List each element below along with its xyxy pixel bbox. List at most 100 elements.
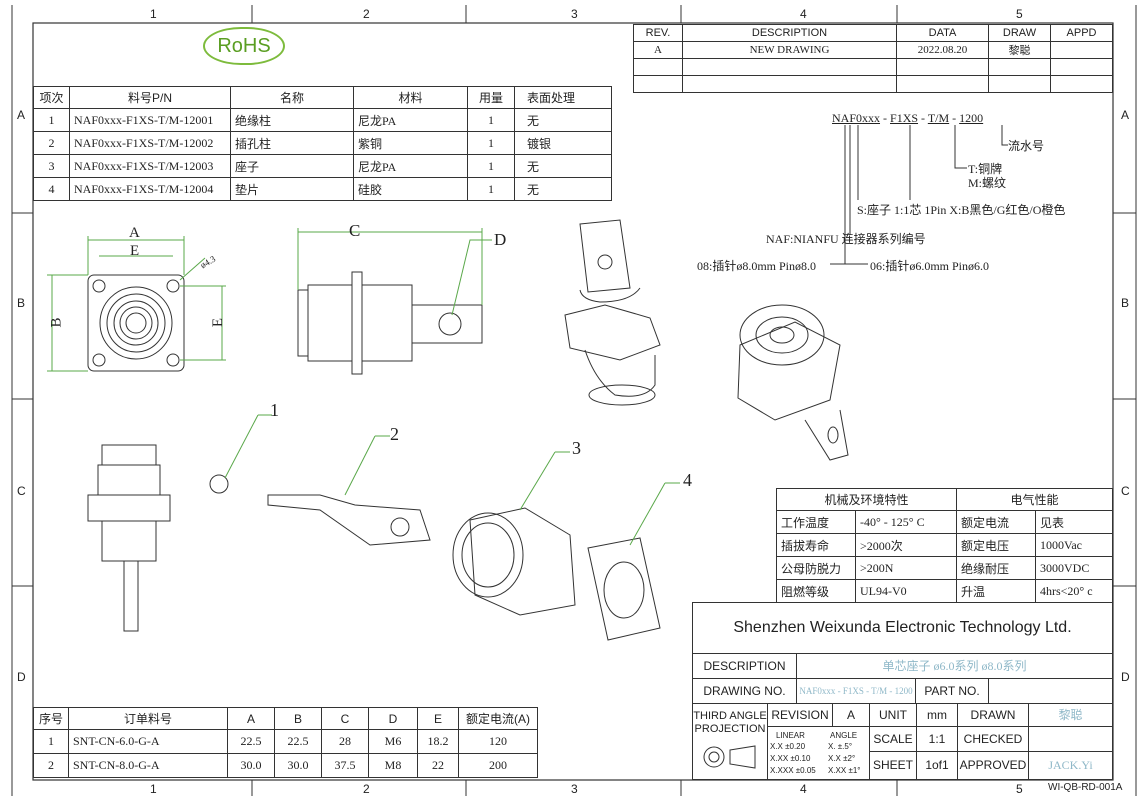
bom-cell: 无 xyxy=(514,108,612,132)
t-note: T:铜牌 xyxy=(968,162,1003,176)
part-code-terminal: T/M xyxy=(927,111,950,125)
part-code-type: F1XS xyxy=(890,111,919,125)
projection-label: PROJECTION xyxy=(694,723,766,735)
spec-cell: 插拔寿命 xyxy=(776,533,856,557)
order-cell: 28 xyxy=(321,729,369,754)
unit-value: mm xyxy=(917,704,958,727)
dim-c-label: C xyxy=(349,221,361,240)
rev-header-desc: DESCRIPTION xyxy=(682,24,897,42)
zone-top-5: 5 xyxy=(1016,7,1023,21)
side-view xyxy=(297,228,492,375)
projection-cell: THIRD ANGLE PROJECTION xyxy=(693,704,768,779)
bom-cell: 1 xyxy=(467,131,515,155)
bom-cell: NAF0xxx-F1XS-T/M-12003 xyxy=(69,154,231,178)
pin8-note: 08:插针ø8.0mm Pinø8.0 xyxy=(697,259,817,273)
order-cell: 30.0 xyxy=(227,753,275,778)
callout-2: 2 xyxy=(390,424,399,444)
spec-cell: 3000VDC xyxy=(1035,556,1113,580)
rohs-logo: RoHS xyxy=(203,27,285,65)
ang-2: X.X ±2° xyxy=(828,754,856,763)
projection-symbol-icon xyxy=(703,745,756,769)
order-cell: 2 xyxy=(33,753,69,778)
zone-left-c: C xyxy=(17,484,26,498)
part-code-sep: - xyxy=(918,111,928,125)
order-header: 额定电流(A) xyxy=(458,707,538,730)
desc-value: 单芯座子 ø6.0系列 ø8.0系列 xyxy=(797,654,1112,679)
bom-cell: NAF0xxx-F1XS-T/M-12002 xyxy=(69,131,231,155)
spec-header-mech: 机械及环境特性 xyxy=(776,488,957,511)
order-header: B xyxy=(274,707,322,730)
zone-right-c: C xyxy=(1121,484,1130,498)
spec-table: 机械及环境特性 电气性能 工作温度 -40° - 125° C 额定电流 见表 … xyxy=(776,488,1113,603)
revision-table: REV. DESCRIPTION DATA DRAW APPD A NEW DR… xyxy=(633,24,1113,93)
spec-row: 插拔寿命 >2000次 额定电压 1000Vac xyxy=(776,533,1113,557)
bom-cell: 垫片 xyxy=(230,177,354,201)
zone-bottom-1: 1 xyxy=(150,782,157,796)
order-cell: 200 xyxy=(458,753,538,778)
order-cell: 22 xyxy=(417,753,459,778)
pin6-note: 06:插针ø6.0mm Pinø6.0 xyxy=(870,259,990,273)
bom-cell: 绝缘柱 xyxy=(230,108,354,132)
callout-3: 3 xyxy=(572,438,581,458)
part-code-series: NAF0xxx xyxy=(832,111,881,125)
spec-row: 工作温度 -40° - 125° C 额定电流 见表 xyxy=(776,510,1113,534)
drawing-no-value: NAF0xxx - F1XS - T/M - 1200 xyxy=(797,679,916,704)
order-header: 序号 xyxy=(33,707,69,730)
spec-cell: 额定电流 xyxy=(956,510,1036,534)
scale-label: SCALE xyxy=(870,727,917,752)
order-row: 1 SNT-CN-6.0-G-A 22.5 22.5 28 M6 18.2 12… xyxy=(33,729,538,754)
bom-cell: 无 xyxy=(514,177,612,201)
exploded-view xyxy=(87,414,680,641)
unit-label: UNIT xyxy=(870,704,917,727)
order-table: 序号 订单料号 A B C D E 额定电流(A) 1 SNT-CN-6.0-G… xyxy=(33,707,538,778)
order-cell: SNT-CN-6.0-G-A xyxy=(68,729,228,754)
bom-cell: 无 xyxy=(514,154,612,178)
part-no-label: PART NO. xyxy=(916,679,989,704)
drawn-label: DRAWN xyxy=(958,704,1029,727)
callout-4: 4 xyxy=(683,470,692,490)
spec-cell: 工作温度 xyxy=(776,510,856,534)
zone-top-4: 4 xyxy=(800,7,807,21)
zone-bottom-5: 5 xyxy=(1016,782,1023,796)
spec-cell: -40° - 125° C xyxy=(855,510,957,534)
order-cell: M8 xyxy=(368,753,418,778)
serial-note: 流水号 xyxy=(1008,139,1045,153)
order-cell: 120 xyxy=(458,729,538,754)
zone-bottom-2: 2 xyxy=(363,782,370,796)
zone-top-3: 3 xyxy=(571,7,578,21)
dim-e2-label: E xyxy=(210,317,227,328)
bom-row: 1 NAF0xxx-F1XS-T/M-12001 绝缘柱 尼龙PA 1 无 xyxy=(33,108,612,132)
checked-label: CHECKED xyxy=(958,727,1029,752)
angle-label: ANGLE xyxy=(830,731,858,740)
bom-table: 项次 料号P/N 名称 材料 用量 表面处理 1 NAF0xxx-F1XS-T/… xyxy=(33,86,612,201)
title-block: Shenzhen Weixunda Electronic Technology … xyxy=(692,602,1113,780)
zone-top-1: 1 xyxy=(150,7,157,21)
order-cell: M6 xyxy=(368,729,418,754)
drawing-no-label: DRAWING NO. xyxy=(693,679,797,704)
zone-right-a: A xyxy=(1121,108,1130,122)
callout-1: 1 xyxy=(270,400,279,420)
order-header: 订单料号 xyxy=(68,707,228,730)
zone-left-d: D xyxy=(17,670,26,684)
m-note: M:螺纹 xyxy=(968,176,1007,190)
spec-cell: 阻燃等级 xyxy=(776,579,856,603)
order-row: 2 SNT-CN-8.0-G-A 30.0 30.0 37.5 M8 22 20… xyxy=(33,753,538,778)
third-angle-label: THIRD ANGLE xyxy=(693,710,767,722)
bom-row: 2 NAF0xxx-F1XS-T/M-12002 插孔柱 紫铜 1 镀银 xyxy=(33,131,612,155)
rohs-text: RoHS xyxy=(217,35,271,57)
spec-cell: 1000Vac xyxy=(1035,533,1113,557)
spec-cell: >200N xyxy=(855,556,957,580)
spec-cell: 公母防脱力 xyxy=(776,556,856,580)
tolerance-cell: LINEAR ANGLE X.X ±0.20 X.XX ±0.10 X.XXX … xyxy=(768,727,870,779)
dim-b-label: B xyxy=(48,317,65,328)
zone-left-b: B xyxy=(17,296,26,310)
naf-note: NAF:NIANFU 连接器系列编号 xyxy=(766,232,926,246)
tol-2: X.XX ±0.10 xyxy=(770,754,811,763)
order-cell: 30.0 xyxy=(274,753,322,778)
checked-value xyxy=(1029,727,1112,752)
revision-label: REVISION xyxy=(768,704,833,727)
spec-cell: 额定电压 xyxy=(956,533,1036,557)
part-code-sep: - xyxy=(880,111,891,125)
